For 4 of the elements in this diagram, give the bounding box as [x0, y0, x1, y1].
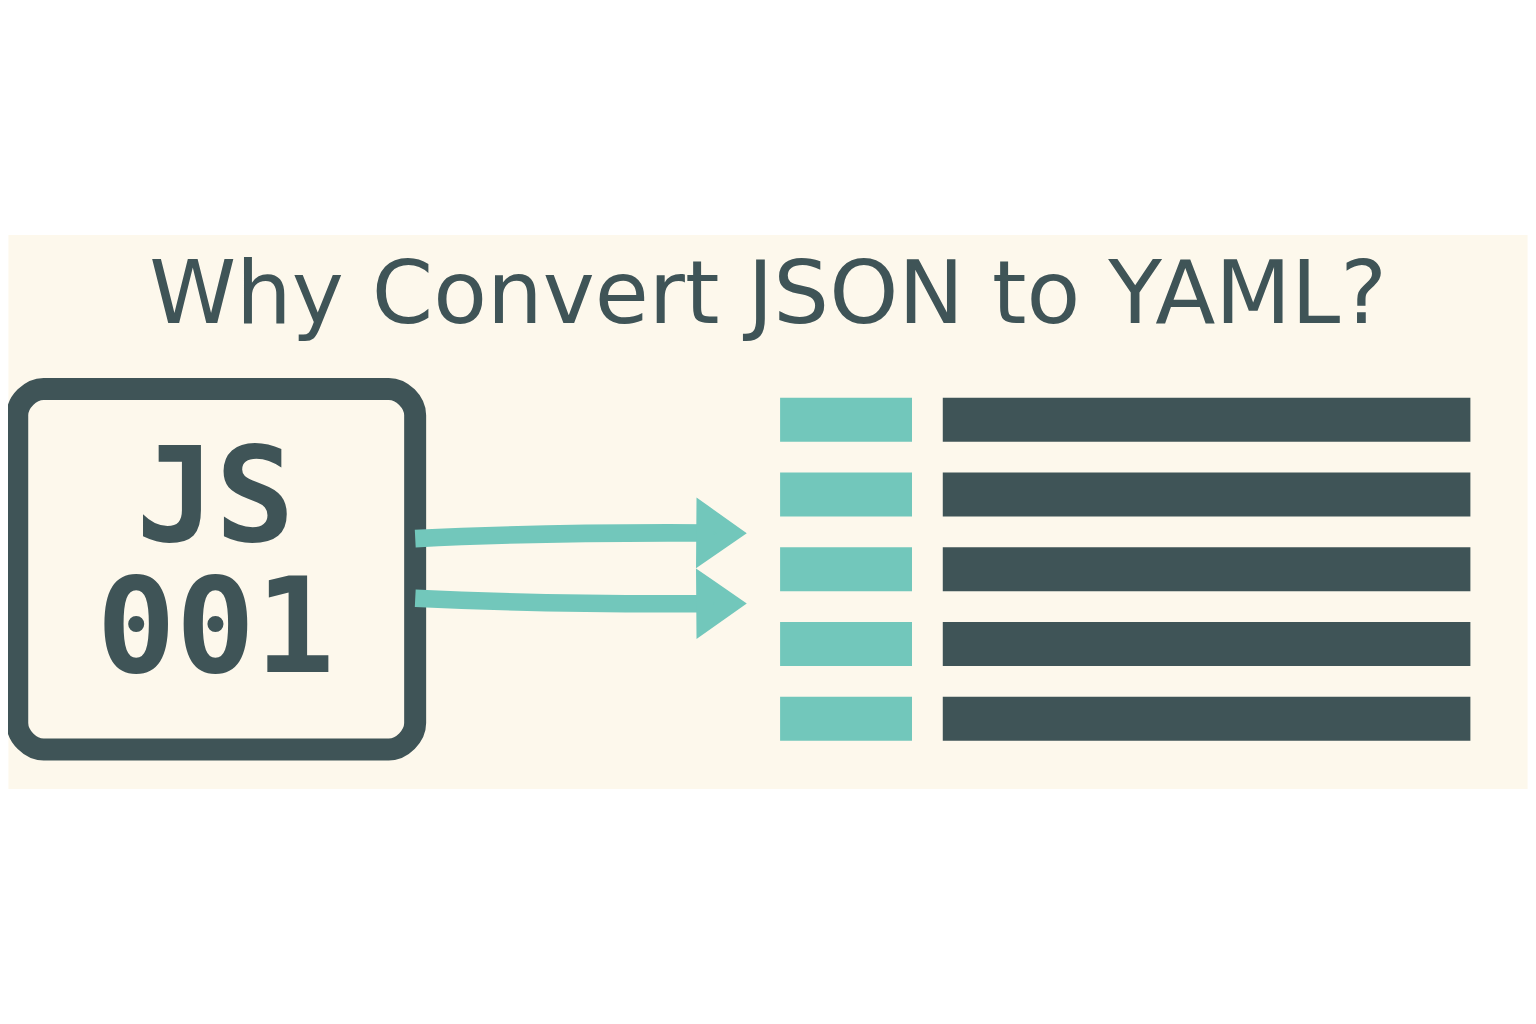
- diagram-title: Why Convert JSON to YAML?: [149, 240, 1387, 344]
- arrow: [414, 568, 747, 640]
- node-box: JS 001: [8, 377, 427, 761]
- arrow: [414, 497, 747, 569]
